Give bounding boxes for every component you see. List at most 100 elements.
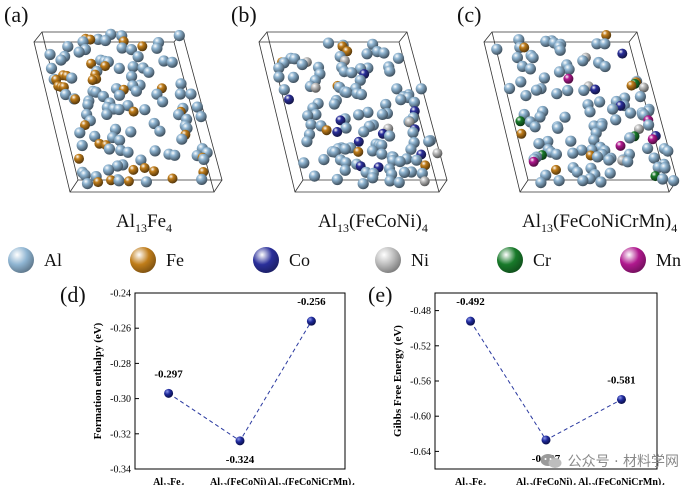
series-line [470,320,622,441]
formula-b: Al13(FeCoNi)4 [318,211,428,235]
data-point [616,394,626,404]
atom-al [296,58,308,71]
atom-al [559,111,571,123]
atom-al [577,55,589,67]
x-tick-label: Al13(FeCoNiCrMn)4 [268,477,355,485]
atom-al [599,38,611,50]
atom-al [169,149,181,161]
atom-al [79,169,91,181]
atom-fe [128,164,139,175]
crystal-structure-c [483,30,680,193]
atom-al [154,125,166,137]
atom-al [322,37,335,49]
atom-al [524,63,536,75]
atom-al [103,143,115,155]
legend-ball-mn [620,247,646,273]
atom-al [376,108,388,120]
atom-al [113,62,125,74]
atom-al [125,44,137,56]
atom-al [588,134,600,146]
atom-al [380,98,392,111]
atom-al [607,103,619,115]
atom-al [139,104,151,116]
atom-al [576,144,588,156]
y-tick-label: -0.48 [410,306,431,317]
legend-ball-cr [497,247,523,273]
atom-co [335,115,346,126]
atom-al [642,142,654,154]
atom-al [76,139,88,152]
atom-cr [515,116,526,127]
data-label: -0.256 [297,296,326,308]
y-tick-label: -0.56 [410,377,431,388]
atoms [44,28,213,190]
atom-fe [139,163,150,173]
atom-al [173,30,185,42]
atom-al [416,167,428,180]
atom-fe [353,146,364,157]
y-tick-label: -0.52 [410,341,431,352]
atom-al [648,152,660,164]
atom-al [357,178,369,190]
legend-item-al: Al [8,247,62,273]
atom-al [662,145,674,157]
crystal-structure-b [258,31,448,193]
atom-al [341,86,353,98]
atom-al [553,66,566,78]
atom-al [195,111,207,123]
atom-al [384,65,396,77]
atom-al [111,160,124,172]
atom-al [340,122,352,134]
legend-ball-ni [375,247,401,273]
atom-al [367,172,379,184]
formula-c: Al13(FeCoNiCrMn)4 [522,211,678,235]
atom-al [273,62,285,74]
legend-item-mn: Mn [620,247,681,273]
wechat-icon [540,454,562,468]
data-label: -0.297 [154,368,183,380]
atom-al [74,127,86,139]
atom-al [366,145,379,157]
atom-fe [321,125,332,136]
atom-al [591,38,603,50]
atom-al [594,96,606,108]
y-tick-label: -0.28 [110,359,131,370]
atom-al [273,71,285,83]
atom-fe [137,41,148,52]
crystal-structure-a [33,28,223,193]
formula-a: Al13Fe4 [116,211,172,235]
atom-al [328,98,340,110]
atom-al [515,76,527,88]
panel-label-a: (a) [4,2,29,27]
atom-al [143,66,155,78]
atom-al [346,67,358,79]
atom-al [393,176,405,189]
legend-label: Ni [411,249,429,270]
y-tick-label: -0.24 [110,289,131,300]
data-point [235,436,245,446]
atom-al [395,94,407,106]
atom-al [542,135,554,148]
atom-al [535,177,547,189]
atom-fe [70,94,81,105]
atom-al [308,170,321,182]
atom-al [634,91,646,103]
atom-al [55,54,67,66]
atom-fe [86,58,97,69]
atom-al [565,135,577,147]
legend-item-fe: Fe [130,247,184,273]
atom-ni [404,117,415,128]
x-tick-label: Al13(FeCoNi)4 [210,477,270,485]
atom-al [198,153,210,165]
atom-al [151,88,163,100]
atom-fe [74,153,84,164]
atom-al [116,42,128,54]
atom-al [287,71,299,83]
atom-fe [123,176,134,187]
atom-al [659,162,671,174]
atom-al [103,164,115,176]
panel-label-b: (b) [231,2,257,27]
atom-fe [626,80,637,91]
atom-al [45,62,58,74]
atom-fe [93,177,104,188]
